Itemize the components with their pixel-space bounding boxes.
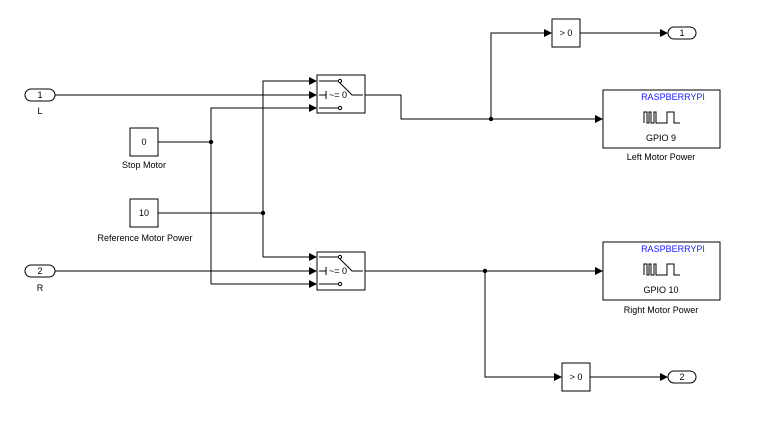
- svg-text:GPIO 9: GPIO 9: [646, 133, 676, 143]
- svg-text:RASPBERRYPI: RASPBERRYPI: [641, 244, 705, 254]
- block-label: Stop Motor: [122, 160, 166, 170]
- pwm-waveform-icon: [643, 263, 680, 276]
- svg-text:RASPBERRYPI: RASPBERRYPI: [641, 92, 705, 102]
- svg-text:1: 1: [37, 90, 42, 100]
- compare-to-zero-2[interactable]: > 0: [561, 362, 591, 392]
- pwm-block-right-motor[interactable]: RASPBERRYPI GPIO 10 Right Motor Power: [602, 241, 721, 315]
- constant-stop-motor[interactable]: 0 Stop Motor: [122, 127, 166, 170]
- svg-text:~= 0: ~= 0: [329, 90, 347, 100]
- svg-text:> 0: > 0: [570, 372, 583, 382]
- outport-2[interactable]: 2: [667, 370, 697, 384]
- svg-text:0: 0: [141, 137, 146, 147]
- constant-reference-motor-power[interactable]: 10 Reference Motor Power: [97, 198, 193, 243]
- pwm-waveform-icon: [643, 111, 680, 124]
- svg-text:1: 1: [679, 28, 684, 38]
- compare-to-zero-1[interactable]: > 0: [551, 18, 581, 48]
- inport-1[interactable]: 1 L: [24, 88, 56, 116]
- svg-text:2: 2: [679, 372, 684, 382]
- pwm-block-left-motor[interactable]: RASPBERRYPI GPIO 9 Left Motor Power: [602, 89, 721, 162]
- switch-2[interactable]: ~= 0: [316, 251, 366, 291]
- block-label: Left Motor Power: [627, 152, 696, 162]
- inport-label: L: [37, 106, 42, 116]
- inport-2[interactable]: 2 R: [24, 264, 56, 293]
- svg-text:2: 2: [37, 266, 42, 276]
- inport-label: R: [37, 283, 44, 293]
- svg-text:GPIO 10: GPIO 10: [643, 285, 678, 295]
- svg-text:~= 0: ~= 0: [329, 266, 347, 276]
- block-label: Reference Motor Power: [97, 233, 192, 243]
- signal-lines: [55, 29, 668, 381]
- svg-text:> 0: > 0: [560, 28, 573, 38]
- svg-text:10: 10: [139, 208, 149, 218]
- switch-1[interactable]: ~= 0: [316, 74, 366, 114]
- outport-1[interactable]: 1: [667, 26, 697, 40]
- block-label: Right Motor Power: [624, 305, 699, 315]
